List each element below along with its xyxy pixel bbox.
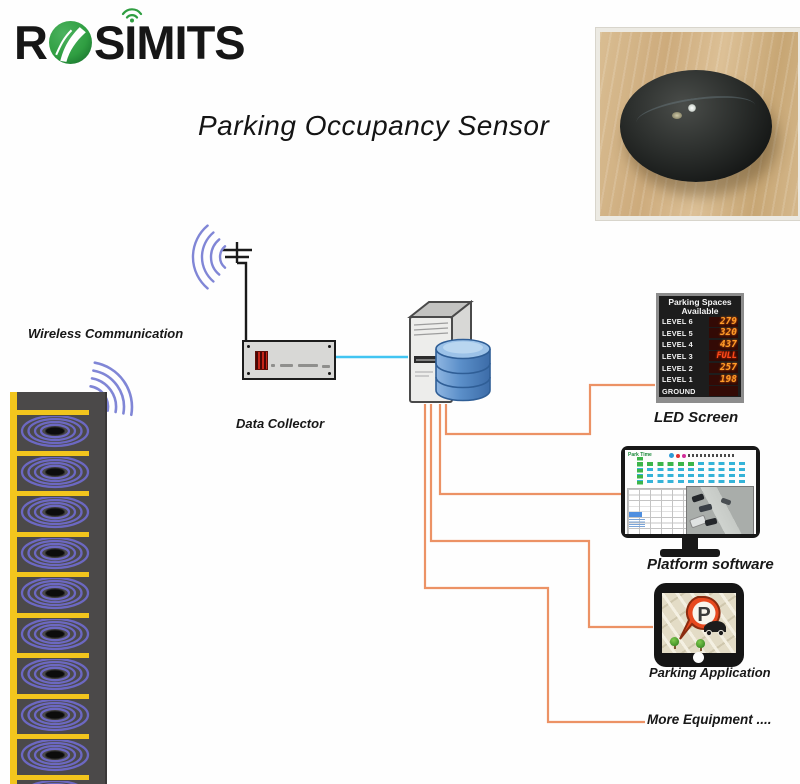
led-level-value: 437 bbox=[709, 339, 738, 350]
more-equipment-label: More Equipment .... bbox=[647, 712, 772, 727]
database-icon bbox=[435, 338, 491, 402]
sensor-dome-image bbox=[620, 70, 772, 182]
parking-loop-cell bbox=[17, 693, 105, 735]
parking-loop-cell bbox=[17, 450, 105, 492]
parking-loop-cell bbox=[17, 410, 105, 451]
wireless-communication-label: Wireless Communication bbox=[28, 326, 184, 341]
link-led-screen bbox=[444, 383, 655, 436]
led-level-label: LEVEL 1 bbox=[662, 375, 693, 385]
parking-app-phone: P bbox=[654, 583, 744, 667]
antenna-icon bbox=[222, 242, 252, 340]
phone-home-button bbox=[693, 652, 704, 663]
led-display-panel: Parking Spaces Available LEVEL 6 279 LEV… bbox=[656, 293, 744, 403]
led-level-value: 257 bbox=[709, 363, 738, 374]
parking-pin-icon: P bbox=[679, 596, 726, 640]
parking-application-label: Parking Application bbox=[649, 665, 771, 680]
led-row: LEVEL 3 FULL bbox=[662, 351, 738, 363]
platform-screen: Park Time bbox=[625, 450, 756, 534]
led-row: LEVEL 2 257 bbox=[662, 362, 738, 374]
wifi-arcs-antenna-icon bbox=[191, 224, 227, 290]
ground-sensor-strip bbox=[10, 392, 105, 784]
logo-text-suffix: SIMITS bbox=[93, 15, 246, 69]
link-more-equipment bbox=[423, 404, 645, 724]
led-header-line2: Available bbox=[681, 305, 719, 316]
logo-wifi-icon bbox=[121, 8, 143, 23]
sensor-photo bbox=[596, 28, 800, 220]
led-level-value: 320 bbox=[709, 328, 738, 339]
led-row: LEVEL 6 279 bbox=[662, 316, 738, 328]
parking-loop-cell bbox=[17, 491, 105, 532]
logo-road-globe-icon bbox=[48, 20, 92, 64]
platform-app-title: Park Time bbox=[628, 452, 652, 458]
led-row: LEVEL 4 437 bbox=[662, 339, 738, 351]
phone-map-screen: P bbox=[662, 593, 736, 653]
parking-loop-cell bbox=[17, 572, 105, 613]
platform-software-label: Platform software bbox=[647, 556, 774, 573]
led-level-label: GROUND bbox=[662, 386, 696, 396]
led-level-label: LEVEL 2 bbox=[662, 363, 693, 373]
led-level-value bbox=[709, 386, 738, 397]
led-level-label: LEVEL 3 bbox=[662, 351, 693, 361]
server-device-links bbox=[423, 383, 655, 724]
page-title: Parking Occupancy Sensor bbox=[198, 110, 550, 141]
monitor-stand-base bbox=[660, 549, 720, 557]
link-app bbox=[429, 404, 653, 629]
tree-icon bbox=[696, 639, 705, 651]
car-icon bbox=[704, 621, 726, 637]
led-level-value: 279 bbox=[709, 316, 738, 327]
parking-loop-cell bbox=[17, 531, 105, 573]
monitor-stand-neck bbox=[682, 536, 698, 550]
brand-logo: R SIMITS bbox=[14, 15, 246, 69]
led-row: LEVEL 5 320 bbox=[662, 327, 738, 339]
svg-text:P: P bbox=[697, 604, 710, 626]
tree-icon bbox=[670, 637, 679, 649]
led-row: GROUND bbox=[662, 385, 738, 397]
camera-view bbox=[686, 486, 754, 534]
parking-loop-cell bbox=[17, 612, 105, 654]
led-level-value: FULL bbox=[709, 351, 738, 362]
led-level-label: LEVEL 4 bbox=[662, 340, 693, 350]
selected-cell bbox=[629, 512, 642, 517]
parking-loop-cell bbox=[17, 774, 105, 784]
status-dots bbox=[669, 453, 734, 458]
collector-switch bbox=[255, 351, 268, 370]
led-level-value: 198 bbox=[709, 374, 738, 385]
led-level-label: LEVEL 5 bbox=[662, 328, 693, 338]
logo-text-prefix: R bbox=[14, 15, 48, 69]
sensor-led-glint bbox=[688, 104, 696, 112]
led-screen-label: LED Screen bbox=[654, 409, 739, 426]
data-collector-box bbox=[242, 340, 336, 380]
platform-monitor: Park Time bbox=[621, 446, 760, 538]
records-table bbox=[627, 488, 687, 534]
parking-loop-cell bbox=[17, 653, 105, 694]
data-collector-label: Data Collector bbox=[236, 416, 325, 431]
server-icon bbox=[407, 299, 474, 403]
led-row: LEVEL 1 198 bbox=[662, 374, 738, 386]
link-platform bbox=[438, 404, 623, 496]
parking-loop-cell bbox=[17, 734, 105, 775]
led-header-line1: Parking Spaces bbox=[668, 297, 732, 307]
led-level-label: LEVEL 6 bbox=[662, 317, 693, 327]
